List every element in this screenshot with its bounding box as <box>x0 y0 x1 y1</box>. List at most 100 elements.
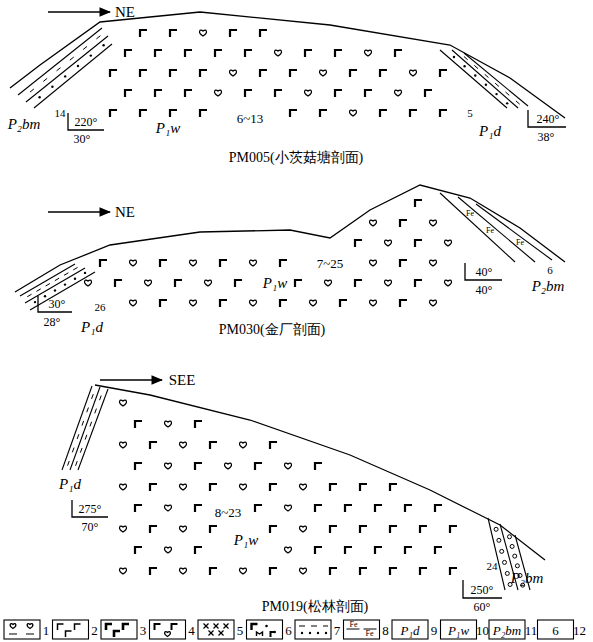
amygdale-symbol <box>430 260 437 266</box>
amygdale-symbol <box>325 280 332 286</box>
basalt-symbol <box>271 632 276 637</box>
layer-number: 6 <box>547 265 553 276</box>
bed-line <box>458 197 535 262</box>
bed-line <box>224 624 229 629</box>
bed-line <box>30 89 34 92</box>
legend-sample-text: Fe <box>350 621 358 629</box>
basalt-symbol <box>125 50 132 57</box>
amygdale-symbol <box>215 90 222 96</box>
basalt-symbol <box>235 280 242 287</box>
legend-sample-text: Fe <box>366 630 374 638</box>
bed-line <box>100 395 102 400</box>
dip-symbol <box>68 113 104 130</box>
legend-swatch <box>344 620 380 639</box>
basalt-symbol <box>450 568 457 575</box>
basalt-symbol <box>315 463 322 470</box>
amygdale-symbol <box>305 90 312 96</box>
basalt-symbol <box>335 50 342 57</box>
formation-label: P₁w <box>263 276 287 291</box>
formation-label: P₂bm <box>8 117 41 132</box>
basalt-symbol <box>345 547 352 554</box>
legend-number: 12 <box>573 623 586 636</box>
basalt-symbol <box>210 442 217 449</box>
bed-line <box>311 626 317 627</box>
basalt-symbol <box>185 90 192 97</box>
sand-dot <box>325 632 327 634</box>
amygdale-symbol <box>120 526 127 532</box>
basalt-symbol <box>405 547 412 554</box>
amygdale-symbol <box>205 280 212 286</box>
amygdale-symbol <box>130 260 137 266</box>
bed-line <box>323 626 328 627</box>
amygdale-symbol <box>350 110 357 116</box>
bed-line <box>87 408 89 413</box>
basalt-symbol <box>420 526 427 533</box>
basalt-symbol <box>400 220 407 227</box>
basalt-symbol <box>260 30 267 37</box>
basalt-symbol <box>350 70 357 77</box>
basalt-symbol <box>420 568 427 575</box>
basalt-symbol <box>290 70 297 77</box>
amygdale-symbol <box>120 400 127 406</box>
basalt-symbol <box>135 463 142 470</box>
amygdale-symbol <box>180 526 187 532</box>
basalt-symbol <box>400 300 407 307</box>
legend-swatch <box>198 620 234 639</box>
basalt-symbol <box>440 110 447 117</box>
bed-line <box>476 204 552 260</box>
layer-number: 26 <box>95 302 106 313</box>
sand-dot <box>265 625 268 628</box>
basalt-symbol <box>315 505 322 512</box>
ground-surface <box>95 385 545 560</box>
basalt-symbol <box>440 70 447 77</box>
pebble-symbol <box>503 560 507 564</box>
dip-direction: 40° <box>476 266 493 278</box>
basalt-symbol <box>252 624 258 630</box>
basalt-symbol <box>195 505 202 512</box>
dip-angle: 60° <box>474 601 491 613</box>
basalt-symbol <box>155 90 162 97</box>
sand-dot <box>102 44 104 46</box>
basalt-symbol <box>220 300 227 307</box>
amygdale-symbol <box>300 568 307 574</box>
dip-direction: 275° <box>79 503 102 515</box>
sand-dot <box>463 65 465 67</box>
amygdale-symbol <box>165 505 172 511</box>
basalt-symbol <box>290 110 297 117</box>
formation-label: P₁w <box>156 121 180 136</box>
element-symbol: Fe <box>466 210 474 218</box>
sand-dot <box>64 283 66 285</box>
pebble-symbol <box>505 571 509 575</box>
bed-line <box>495 83 499 86</box>
breccia-symbol <box>257 632 263 636</box>
basalt-symbol <box>355 280 362 287</box>
basalt-symbol <box>100 260 107 267</box>
pebble-symbol <box>497 538 501 542</box>
amygdale-symbol <box>240 568 247 574</box>
basalt-symbol <box>375 505 382 512</box>
sand-dot <box>44 295 46 297</box>
dip-angle: 30° <box>74 133 91 145</box>
basalt-symbol <box>185 50 192 57</box>
profile-caption: PM030(金厂剖面) <box>219 323 326 337</box>
legend-swatch <box>392 620 428 639</box>
dip-symbol <box>72 500 108 517</box>
bed-line <box>516 101 520 104</box>
sand-dot <box>51 86 53 88</box>
pebble-symbol <box>515 564 519 568</box>
amygdale-symbol <box>250 300 257 306</box>
legend-sample-text: P₁d <box>401 623 420 636</box>
sand-dot <box>54 289 56 291</box>
bed-line <box>440 193 515 262</box>
bed-line <box>83 46 87 49</box>
sand-dot <box>74 278 76 280</box>
amygdale-symbol <box>300 526 307 532</box>
amygdale-symbol <box>370 260 377 266</box>
legend-sample-text: 6 <box>552 623 559 636</box>
basalt-symbol <box>335 90 342 97</box>
legend-number: 4 <box>188 623 195 636</box>
sand-dot <box>317 632 319 634</box>
bed-line <box>219 631 224 636</box>
basalt-symbol <box>270 442 277 449</box>
basalt-symbol <box>66 631 72 637</box>
